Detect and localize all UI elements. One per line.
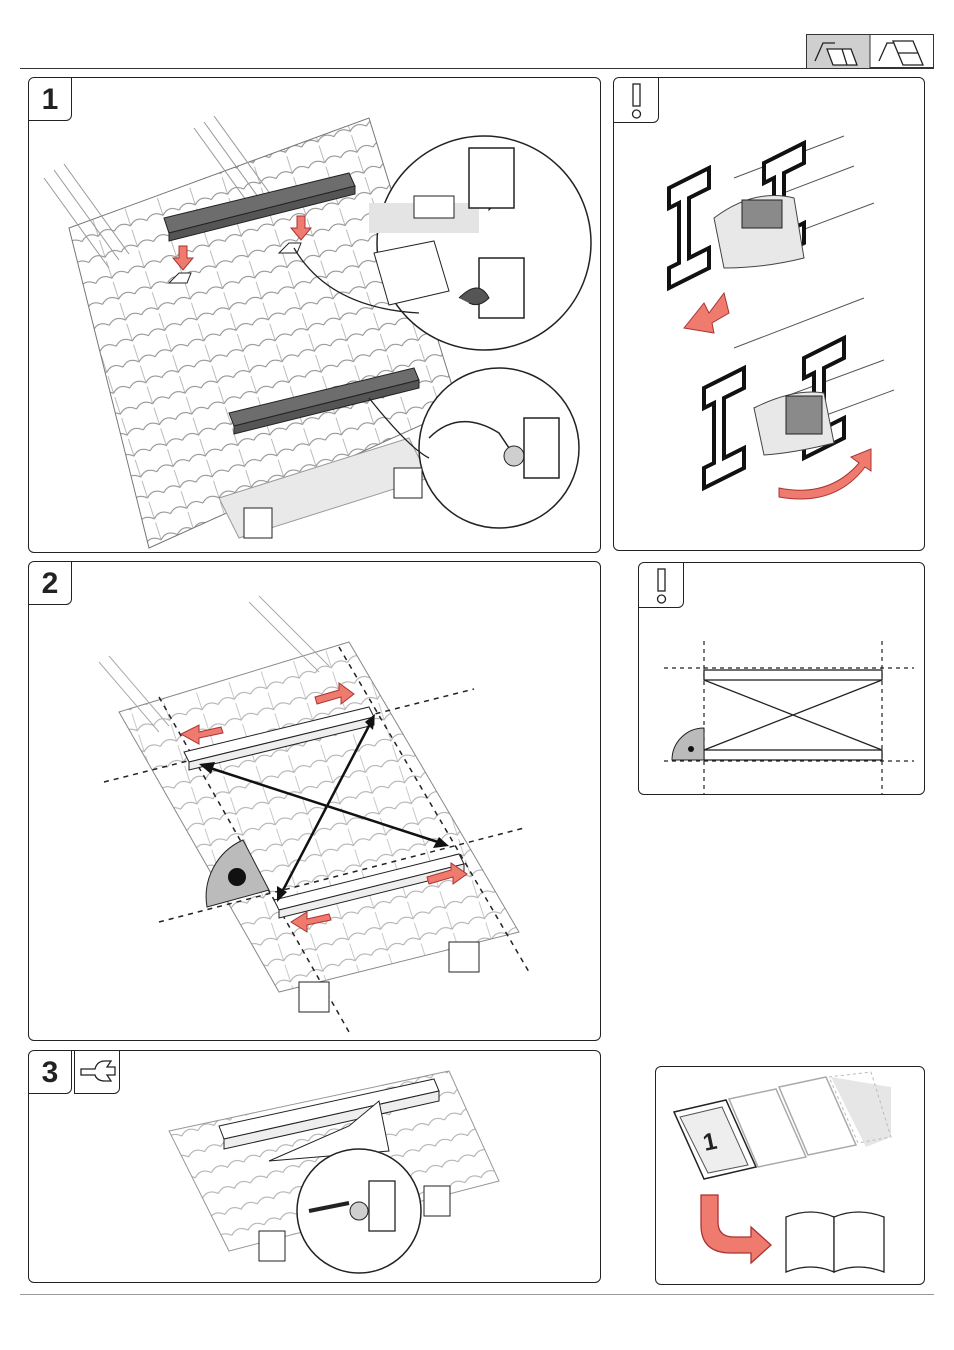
rail-clamp-illustration [614,78,925,551]
step-2-panel: 2 [28,561,601,1041]
step-2-illustration [29,562,601,1041]
arrow-to-manual-icon [701,1195,771,1263]
roof-landscape-icon [807,35,935,69]
step-3-panel: 3 [28,1050,601,1283]
warning-panel-rail-clamp [613,77,925,551]
next-step-panel: 1 [655,1066,925,1285]
step-1-illustration [29,78,601,553]
warning-panel-square-check [638,562,925,795]
header-rule [20,68,934,69]
next-step-illustration: 1 [656,1067,925,1285]
square-check-diagram [639,563,925,795]
footer-rule [20,1294,934,1295]
step-1-panel: 1 [28,77,601,553]
open-book-icon [786,1212,884,1272]
roof-mount-type-icons [806,34,934,68]
step-3-illustration [29,1051,601,1283]
